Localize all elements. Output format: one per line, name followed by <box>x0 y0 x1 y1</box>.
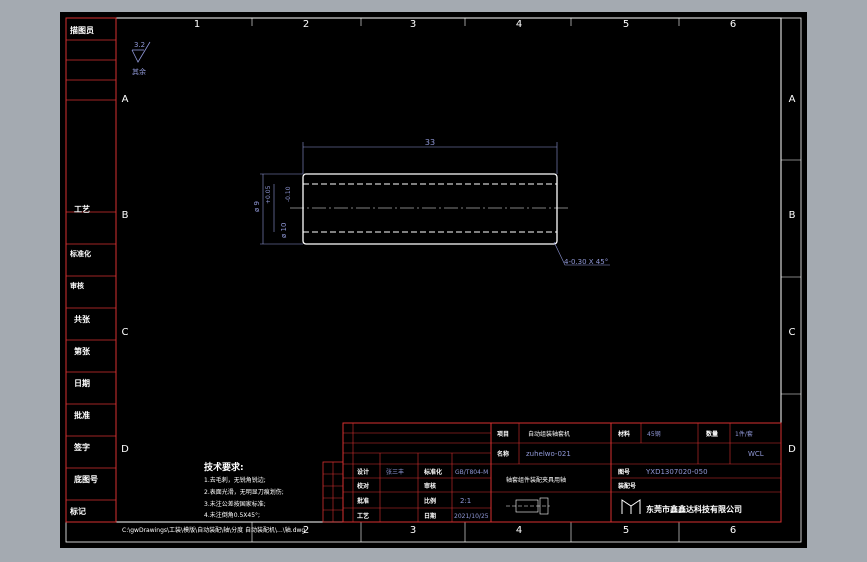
col-label-6: 6 <box>730 19 736 30</box>
col-label-bottom-5: 5 <box>623 525 629 536</box>
dim-dia2: ø 10 <box>280 223 288 238</box>
panel-label-2: 标准化 <box>69 249 91 258</box>
cad-canvas: 1 2 3 4 5 6 2 3 4 5 6 A B C D A B C D 描图… <box>65 17 802 543</box>
col-label-bottom-4: 4 <box>516 525 522 536</box>
file-path: C:\gwDrawings\工装\模版\自动装配\轴\分度 自动装配机\...\… <box>122 526 305 534</box>
panel-label-1: 工艺 <box>74 204 90 214</box>
zone-ticks <box>251 18 801 542</box>
tech-line-3: 3.未注公差按国家标准; <box>204 500 266 508</box>
tech-title: 技术要求: <box>204 461 244 473</box>
tb-approve-label: 批准 <box>357 497 369 505</box>
title-block: 设计 张三丰 标准化 GB/T804-M 校对 审核 批准 比例 2:1 工艺 … <box>322 422 782 523</box>
roughness-value: 3.2 <box>134 41 145 49</box>
company-logo-icon <box>621 499 641 514</box>
tb-designer: 张三丰 <box>386 468 404 476</box>
tb-drawing-no: YXD1307020-050 <box>645 468 708 476</box>
col-label-bottom-2: 2 <box>303 525 309 536</box>
tb-date-label: 日期 <box>424 512 436 520</box>
panel-label-8: 签字 <box>73 442 90 452</box>
row-label-b: B <box>122 210 129 221</box>
tb-part-name: 轴套组件装配夹具用轴 <box>506 476 566 484</box>
row-label-d: D <box>121 444 129 455</box>
tb-treatment: WCL <box>748 450 764 458</box>
tb-review-label: 审核 <box>424 482 436 490</box>
tb-check-label: 校对 <box>357 482 369 490</box>
panel-label-4: 共张 <box>74 314 91 324</box>
row-label-a: A <box>122 94 129 105</box>
tb-scale: 2:1 <box>460 497 471 505</box>
tb-qty: 1件/套 <box>735 430 753 438</box>
panel-label-0: 描图员 <box>70 25 94 35</box>
dim-chamfer: 4-0.30 X 45° <box>564 258 608 266</box>
tb-designer-label: 设计 <box>357 468 369 476</box>
tb-material: 45钢 <box>647 430 661 438</box>
col-label-bottom-6: 6 <box>730 525 736 536</box>
drawing-sheet: 1 2 3 4 5 6 2 3 4 5 6 A B C D A B C D 描图… <box>60 12 807 548</box>
tb-project-name: 自动组装轴套机 <box>528 430 570 438</box>
row-label-c: C <box>122 327 129 338</box>
dim-length: 33 <box>425 138 435 147</box>
panel-label-3: 审核 <box>70 281 84 290</box>
tb-date: 2021/10/25 <box>454 513 489 520</box>
tb-part-name-label: 名称 <box>497 450 509 458</box>
tb-project-label: 项目 <box>497 430 509 438</box>
tb-drawing-no-label: 图号 <box>618 468 630 476</box>
panel-label-10: 标记 <box>69 506 86 516</box>
tb-qty-label: 数量 <box>706 430 718 438</box>
tech-line-2: 2.表面光滑，无明显刀痕划伤; <box>204 488 284 496</box>
inner-border <box>115 17 782 523</box>
tb-std-value: GB/T804-M <box>455 469 488 476</box>
outer-border <box>65 17 802 543</box>
tech-requirements: 技术要求: 1.去毛刺，无锐角锐边; 2.表面光滑，无明显刀痕划伤; 3.未注公… <box>204 461 284 519</box>
row-label-c-right: C <box>789 327 796 338</box>
shaft-part <box>290 173 570 245</box>
left-record-panel: 描图员 工艺 标准化 审核 共张 第张 日期 批准 签字 底图号 标记 <box>65 17 117 523</box>
roughness-symbol: 3.2 其余 <box>131 41 151 76</box>
tb-part-code: zuhelwo-021 <box>526 450 571 458</box>
panel-label-9: 底图号 <box>73 474 98 484</box>
tech-line-4: 4.未注倒角0.5X45°; <box>204 511 260 519</box>
dimensions: 33 ø 9 +0.05 ø 10 -0.10 4-0.30 X 45° <box>253 138 610 266</box>
tb-std-label: 标准化 <box>423 468 442 476</box>
roughness-note: 其余 <box>132 67 146 76</box>
row-label-d-right: D <box>788 444 796 455</box>
panel-label-7: 批准 <box>74 410 90 420</box>
row-label-a-right: A <box>789 94 796 105</box>
col-label-5: 5 <box>623 19 629 30</box>
tech-line-1: 1.去毛刺，无锐角锐边; <box>204 476 266 484</box>
tb-drawing-label2: 装配号 <box>617 482 636 490</box>
col-label-1: 1 <box>194 19 200 30</box>
col-label-3: 3 <box>410 19 416 30</box>
dim-dia1: ø 9 <box>253 201 261 212</box>
col-label-4: 4 <box>516 19 522 30</box>
panel-label-6: 日期 <box>74 378 90 388</box>
tb-material-label: 材料 <box>617 430 630 438</box>
tb-company: 东莞市鑫鑫达科技有限公司 <box>646 504 742 514</box>
tb-process-label: 工艺 <box>357 512 369 520</box>
col-label-bottom-3: 3 <box>410 525 416 536</box>
row-label-b-right: B <box>789 210 796 221</box>
dim-tol2: -0.10 <box>285 186 292 202</box>
dim-tol1: +0.05 <box>265 185 272 204</box>
tb-scale-label: 比例 <box>424 497 436 505</box>
col-label-2: 2 <box>303 19 309 30</box>
panel-label-5: 第张 <box>74 346 91 356</box>
